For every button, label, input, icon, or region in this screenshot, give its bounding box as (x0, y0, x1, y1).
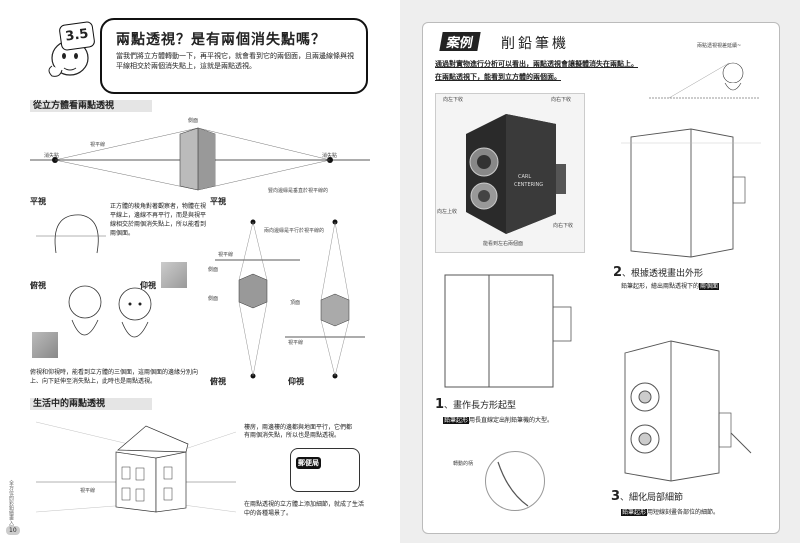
case-card: 案例 削鉛筆機 通過對實物進行分析可以看出，兩點透視會讓擬體消失在兩點上。 在兩… (422, 22, 780, 534)
gray-cube-top (161, 262, 187, 288)
page-title: 兩點透視？是有兩個消失點嗎？ (116, 32, 326, 48)
subheading-bottom-view-2: 仰視 (288, 377, 304, 386)
vertical-two-point-diagram (215, 219, 365, 379)
label-handle: 轉動的柄 (453, 461, 474, 467)
step-3-desc: 用短線刻畫各部位的細節。 (647, 509, 720, 516)
subheading-top-view: 俯視 (30, 281, 46, 290)
label-horizon-4: 視平線 (80, 488, 96, 494)
house-note: 樓房，兩邊樓的邊都與地面平行，它們都有兩個消失點，所以也是兩點透視。 (244, 424, 353, 439)
mailbox-illustration: 郵便局 (290, 448, 360, 492)
top-bottom-view-text: 俯視和仰視時，能看到立方體的三個面，這兩個面的邊緣分別向上、向下延伸至消失點上，… (30, 369, 199, 385)
sketch-step-1 (435, 267, 587, 395)
step-2-text: 鉛筆起形，繪出兩點透視下的兩個面 (621, 281, 720, 290)
subheading-top-view-2: 俯視 (210, 377, 226, 386)
step-1-desc: 用長直線定出削鉛筆機的大型。 (469, 417, 554, 424)
sketch-step-1-drawing (444, 274, 572, 388)
sharpener-photo-drawing (466, 114, 566, 234)
house-sketch (36, 421, 236, 513)
photo-label-4: 向右下收 (553, 223, 574, 229)
label-parallel-edges: 兩向邊緣是平行於視平線的 (264, 228, 325, 234)
intro-paragraph: 當我們將立方體轉動一下，再平視它，就會看到它的兩個面，且兩邊線條與視平線相交於兩… (116, 52, 354, 70)
label-horizon-3: 視平線 (288, 340, 304, 346)
head-sketch-illustration (36, 214, 106, 254)
photo-label-1: 向左下收 (443, 97, 464, 103)
label-side-2: 側面 (208, 267, 219, 273)
page-number-left: 10 (6, 526, 20, 535)
label-horizon-2: 視平線 (218, 252, 234, 258)
small-character-sketch (649, 62, 759, 99)
label-horizon: 視平線 (90, 142, 106, 148)
handle-detail-circle (485, 451, 545, 511)
step-1-title-text: 、畫作長方形起型 (444, 401, 517, 411)
sharpener-photo: CARL CENTERING (435, 93, 585, 253)
step-3-lead: 鉛筆起形 (621, 509, 648, 516)
step-1-title: 1、畫作長方形起型 (435, 397, 516, 412)
case-title: 削鉛筆機 (501, 36, 569, 52)
section-number-badge: 3.5 (58, 20, 96, 52)
level-view-text: 正方體的稜角對著觀察者，物體在視平線上，邊線不再平行，而是與視平線相交於兩個消失… (110, 203, 207, 237)
note-vertical-edges: 豎向邊緣是垂直於視平線的 (268, 188, 329, 194)
two-point-perspective-cube-diagram (30, 127, 370, 191)
step-1-text: 鉛筆起形用長直線定出削鉛筆機的大型。 (443, 415, 553, 424)
subheading-level-view: 平視 (30, 197, 46, 206)
label-vanishing-point-right: 消失點 (322, 153, 338, 159)
photo-brand-1: CARL (518, 174, 532, 180)
handle-detail-drawing (497, 461, 529, 507)
label-top: 頂面 (290, 300, 301, 306)
photo-label-5: 能看到左右兩個面 (483, 241, 524, 247)
label-side-3: 側面 (208, 296, 219, 302)
step-3-text: 鉛筆起形用短線刻畫各部位的細節。 (621, 507, 719, 516)
subheading-bottom-view: 仰視 (140, 281, 156, 290)
step-2-emphasis: 兩個面 (699, 283, 720, 290)
right-page: 案例 削鉛筆機 通過對實物進行分析可以看出，兩點透視會讓擬體消失在兩點上。 在兩… (400, 0, 800, 543)
left-page: 3.5 兩點透視？是有兩個消失點嗎？ 當我們將立方體轉動一下，再平視它，就會看到… (6, 18, 370, 535)
label-side: 側面 (188, 118, 199, 124)
step-3-number: 3 (611, 489, 621, 504)
section-header-cube: 從立方體看兩點透視 (30, 100, 152, 112)
sketch-step-3 (611, 323, 767, 483)
bubble-text: 兩點透視視差延續~ (697, 43, 742, 49)
step-2-desc: 鉛筆起形，繪出兩點透視下的 (621, 283, 700, 290)
step-2-title-text: 、根據透視畫出外形 (622, 269, 704, 279)
sketch-step-2 (611, 123, 767, 263)
photo-label-2: 向右下收 (551, 97, 572, 103)
characters-illustration (68, 285, 152, 338)
gray-cube-bottom (32, 332, 58, 358)
step-1-number: 1 (435, 397, 445, 412)
step-2-title: 2、根據透視畫出外形 (613, 265, 703, 280)
step-2-number: 2 (613, 265, 623, 280)
perspective-note-bubble: 兩點透視視差延續~ (649, 43, 759, 103)
photo-label-3: 向左上收 (437, 209, 458, 215)
sketch-step-2-drawing (621, 128, 761, 258)
mail-tag: 郵便局 (296, 457, 321, 469)
sketch-step-3-drawing (624, 340, 752, 482)
step-3-title: 3、細化局部細節 (611, 489, 683, 504)
case-tag: 案例 (439, 32, 481, 51)
label-vanishing-point-left: 消失點 (44, 153, 60, 159)
case-intro-2: 在兩點透視下，能看到立方體的兩個面。 (435, 73, 561, 81)
photo-brand-2: CENTERING (514, 182, 544, 188)
subheading-level-view-2: 平視 (210, 197, 226, 206)
step-1-lead: 鉛筆起形 (443, 417, 470, 424)
title-bubble: 兩點透視？是有兩個消失點嗎？ 當我們將立方體轉動一下，再平視它，就會看到它的兩個… (100, 18, 368, 94)
section-header-life: 生活中的兩點透視 (30, 398, 152, 410)
life-note: 在兩點透視的立方體上添加細節，就成了生活中的各種場景了。 (244, 501, 365, 517)
side-running-text: 全方位的彩鉛繪畫入門 (8, 480, 14, 530)
step-3-title-text: 、細化局部細節 (620, 493, 684, 503)
case-intro-1: 通過對實物進行分析可以看出，兩點透視會讓擬體消失在兩點上。 (435, 60, 638, 68)
